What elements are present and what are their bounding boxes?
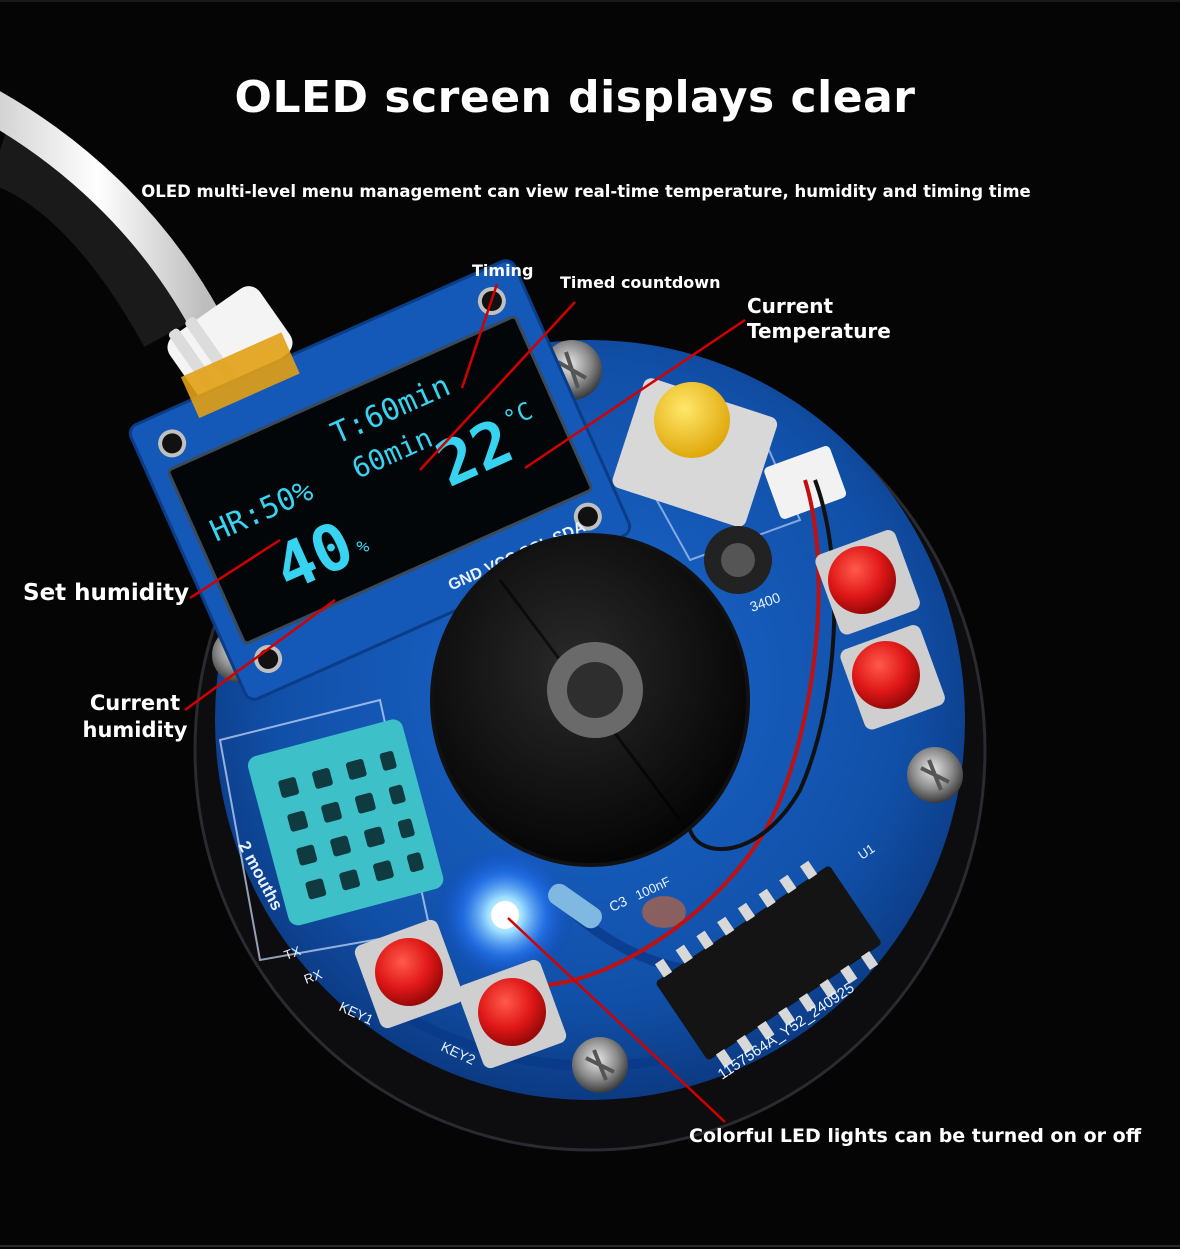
c3-label: C3 bbox=[607, 893, 630, 915]
callout-line-current-humidity bbox=[184, 598, 336, 712]
page-title: OLED screen displays clear bbox=[234, 72, 916, 123]
bottom-border bbox=[0, 1245, 1180, 1247]
screw-icon bbox=[572, 1037, 628, 1093]
tx-label: TX bbox=[282, 943, 303, 963]
resistor bbox=[548, 883, 602, 929]
humidity-sensor bbox=[247, 719, 444, 926]
callout-line-set-humidity bbox=[189, 538, 281, 600]
page-subtitle: OLED multi-level menu management can vie… bbox=[141, 182, 1031, 201]
key2-button bbox=[457, 959, 567, 1069]
rx-label: RX bbox=[302, 966, 324, 986]
callout-current-humidity: Current humidity bbox=[82, 691, 188, 742]
red-button bbox=[815, 530, 920, 635]
ic-chip bbox=[654, 860, 881, 1068]
callout-line-timing bbox=[460, 283, 499, 389]
callout-timing: Timing bbox=[472, 261, 534, 280]
key1-button bbox=[354, 919, 464, 1029]
callout-line-led bbox=[507, 917, 726, 1123]
top-border bbox=[0, 0, 1180, 2]
callout-line-temperature bbox=[524, 318, 746, 470]
callout-line-countdown bbox=[419, 301, 576, 471]
callout-led: Colorful LED lights can be turned on or … bbox=[689, 1125, 1142, 1147]
black-cable bbox=[0, 116, 206, 347]
callout-lines bbox=[184, 283, 746, 1123]
callout-timed-countdown: Timed countdown bbox=[560, 273, 721, 292]
callout-set-humidity: Set humidity bbox=[23, 580, 190, 606]
callout-current-temperature: Current Temperature bbox=[747, 294, 891, 343]
red-button bbox=[840, 625, 945, 730]
yellow-button bbox=[612, 378, 778, 527]
usb-cable bbox=[0, 91, 222, 337]
screw-icon bbox=[907, 747, 963, 803]
